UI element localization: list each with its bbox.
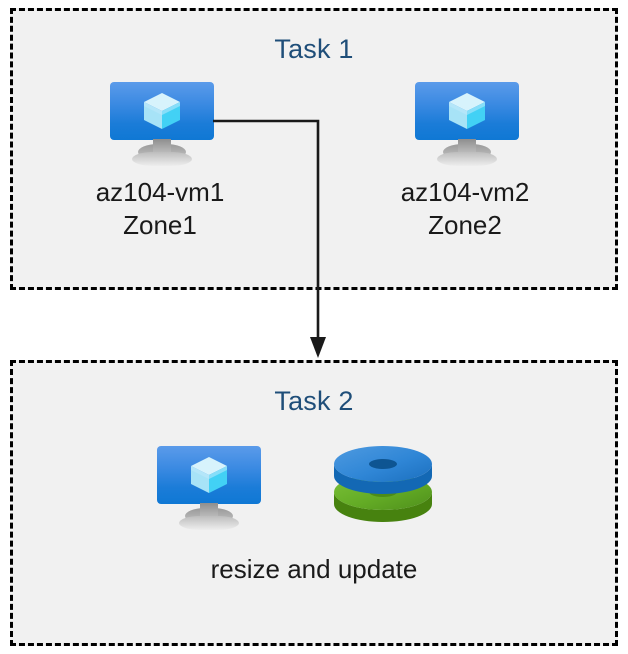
vm-cube-glyph — [449, 93, 485, 129]
virtual-machine-icon-vm1 — [110, 82, 214, 166]
vm1-caption: az104-vm1 Zone1 — [95, 177, 225, 240]
task-2-container: Task 2 — [10, 360, 618, 646]
managed-disk-blue — [334, 446, 432, 494]
arrowhead-icon — [310, 337, 326, 358]
task-1-title: Task 1 — [274, 34, 354, 64]
vm-cube-glyph — [144, 93, 180, 129]
vm-cube-glyph — [191, 457, 227, 493]
vm-stand-base — [132, 152, 192, 166]
task-2-title: Task 2 — [274, 386, 354, 416]
vm-stand-base — [437, 152, 497, 166]
vm-stand-base — [179, 516, 239, 530]
task-2-caption: resize and update — [210, 554, 418, 584]
managed-disks-icon — [334, 446, 432, 522]
virtual-machine-icon-vm2 — [415, 82, 519, 166]
task-1-container: Task 1 — [10, 8, 618, 290]
vm2-caption: az104-vm2 Zone2 — [400, 177, 530, 240]
virtual-machine-icon-task2 — [157, 446, 261, 530]
